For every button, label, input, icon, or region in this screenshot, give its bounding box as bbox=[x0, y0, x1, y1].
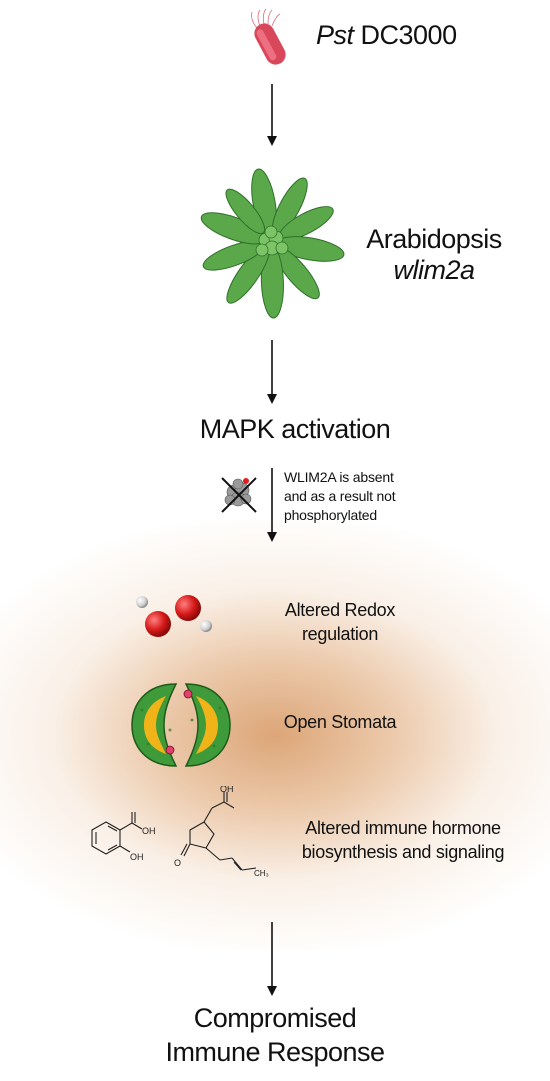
open-stomata-icon bbox=[131, 683, 231, 767]
outcome-label: Compromised Immune Response bbox=[165, 1003, 385, 1067]
plant-label: Arabidopsis wlim2a bbox=[366, 224, 502, 285]
bacterium-icon bbox=[251, 8, 286, 65]
arrow-mapk-to-effects bbox=[267, 468, 277, 542]
acid-oh-label: OH bbox=[220, 786, 234, 794]
redox-label: Altered Redox regulation bbox=[284, 600, 396, 645]
arabidopsis-plant-icon bbox=[200, 168, 345, 319]
oh-label-top: OH bbox=[142, 826, 156, 836]
mapk-activation-label: MAPK activation bbox=[199, 414, 391, 444]
jasmonic-acid-structure-icon: OH O CH₃ bbox=[174, 786, 269, 878]
wlim2a-absent-note: WLIM2A is absent and as a result not pho… bbox=[284, 469, 396, 523]
wlim2a-protein-crossed-icon bbox=[221, 477, 257, 513]
pathogen-label: Pst DC3000 bbox=[316, 20, 457, 50]
ketone-o-label: O bbox=[174, 858, 181, 868]
arrow-plant-to-mapk bbox=[267, 340, 277, 404]
oh-label-bottom: OH bbox=[130, 852, 144, 862]
stomata-label: Open Stomata bbox=[283, 712, 397, 732]
arrow-pathogen-to-plant bbox=[267, 84, 277, 146]
arrow-effects-to-outcome bbox=[267, 922, 277, 996]
effects-background-glow bbox=[0, 520, 550, 950]
methyl-label: CH₃ bbox=[254, 869, 269, 878]
salicylic-acid-structure-icon: OH OH bbox=[91, 812, 156, 862]
hormone-label: Altered immune hormone biosynthesis and … bbox=[301, 818, 505, 863]
hydrogen-peroxide-molecule-icon bbox=[136, 595, 212, 637]
